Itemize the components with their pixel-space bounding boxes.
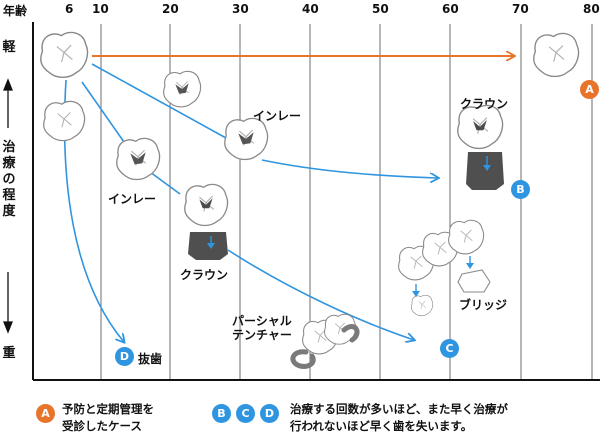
tooth-healthy-end: [533, 32, 580, 78]
y-label-heavy: 重: [2, 346, 16, 361]
age-tick-10: 10: [92, 2, 109, 16]
y-label-treatment-degree: 治療の程度: [2, 140, 16, 219]
badge-b: B: [511, 180, 530, 199]
crown-caps: [188, 152, 504, 260]
age-axis-title: 年齢: [3, 4, 28, 18]
path-b-arrow: [261, 159, 438, 178]
legend-badge-c: C: [236, 404, 255, 423]
path-c-arrow: [227, 249, 414, 340]
legend-badge-b: B: [212, 404, 231, 423]
denture-clasps: [290, 324, 360, 369]
blue-paths: [63, 63, 438, 342]
path-to-inlay-upper: [91, 63, 227, 139]
legend-badge-d: D: [260, 404, 279, 423]
bridge-parts: [412, 256, 491, 297]
age-tick-60: 60: [442, 2, 459, 16]
y-label-light: 軽: [2, 40, 16, 55]
label-inlay-lower: インレー: [108, 192, 157, 206]
label-partial-denture: パーシャル テンチャー: [232, 314, 292, 342]
tooth-cavity-small: [164, 71, 201, 107]
tooth-bridge-3: [448, 219, 485, 255]
age-tick-80: 80: [583, 2, 600, 16]
age-tick-50: 50: [372, 2, 389, 16]
path-to-crown-lower: [149, 171, 181, 195]
tooth-inlay-lower: [117, 138, 160, 179]
crown-cap-upper: [466, 152, 504, 190]
label-bridge: ブリッジ: [459, 298, 508, 312]
age-tick-6: 6: [65, 2, 74, 16]
legend-bcd-text: 治療する回数が多いほど、また早く治療が 行われないほど早く歯を失います。: [290, 402, 508, 433]
badge-d: D: [115, 347, 134, 366]
tooth-lost-fragment: [411, 294, 434, 317]
tooth-early: [43, 100, 86, 142]
crown-cap-lower: [188, 232, 228, 260]
y-range-arrows: [3, 78, 13, 334]
tooth-start: [40, 31, 89, 79]
label-inlay-upper: インレー: [253, 109, 302, 123]
bridge-abutment: [457, 269, 491, 293]
label-crown-upper: クラウン: [460, 97, 509, 111]
tooth-inlay-upper: [225, 118, 268, 159]
tooth-crown-lower-top: [185, 184, 228, 225]
age-tick-30: 30: [232, 2, 249, 16]
badge-c: C: [440, 339, 459, 358]
path-to-inlay-lower: [81, 81, 125, 143]
axes: [32, 22, 600, 381]
age-tick-20: 20: [162, 2, 179, 16]
age-tick-70: 70: [512, 2, 529, 16]
legend-a-text: 予防と定期管理を 受診したケース: [62, 402, 154, 433]
legend-badge-a: A: [36, 404, 55, 423]
label-crown-lower: クラウン: [180, 268, 229, 282]
label-extraction: 抜歯: [138, 352, 163, 366]
age-tick-40: 40: [302, 2, 319, 16]
badge-a: A: [580, 80, 599, 99]
